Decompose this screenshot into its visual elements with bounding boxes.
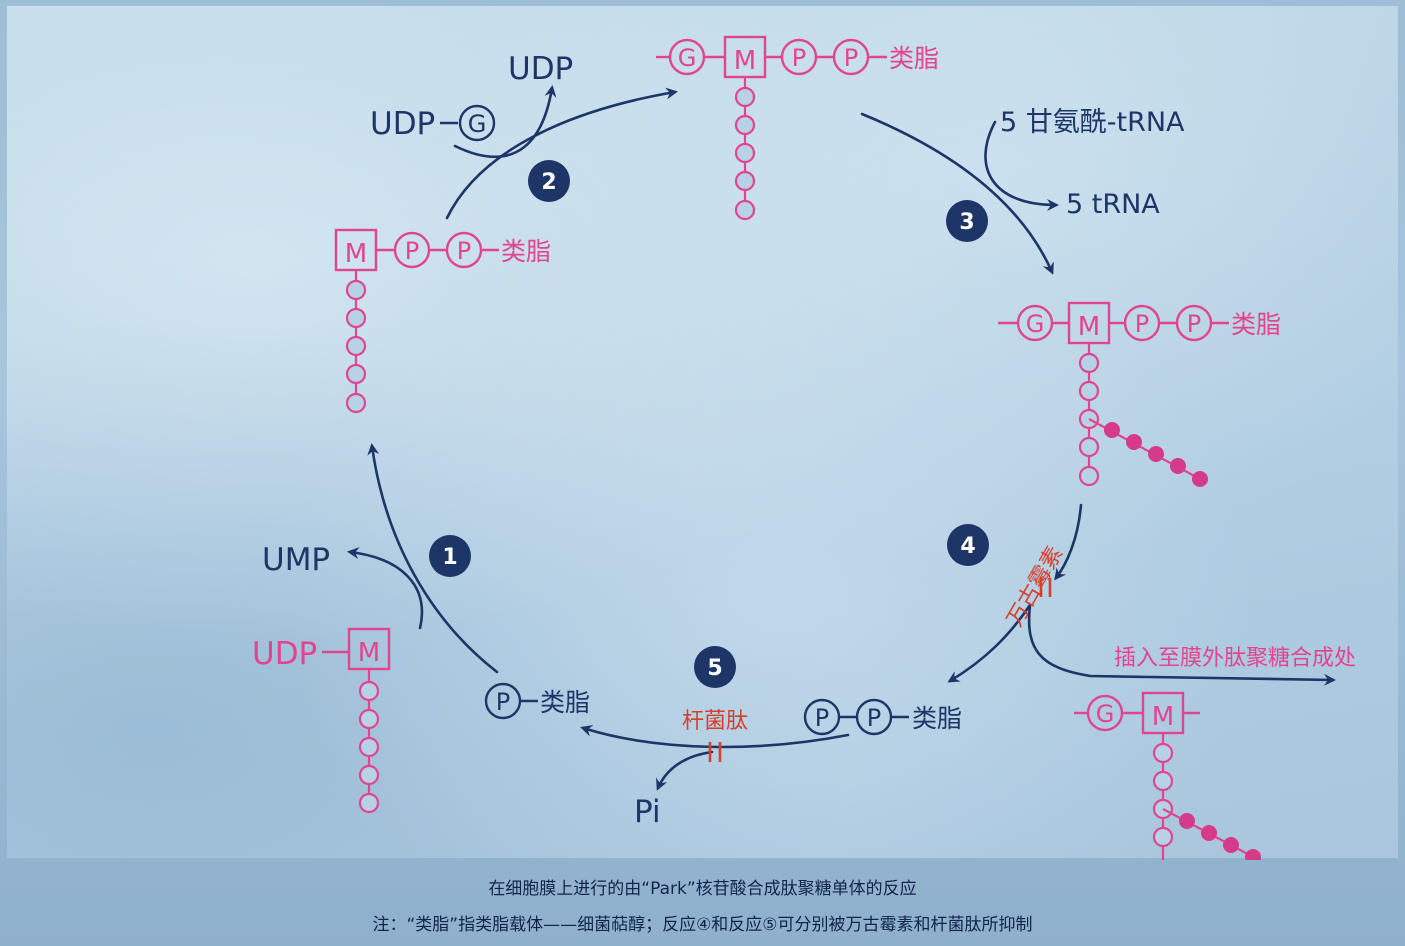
step-number-4: 4 <box>960 534 975 559</box>
pi-label: Pi <box>634 794 661 830</box>
ump-label: UMP <box>262 542 330 578</box>
mpp-p2-letter: P <box>457 237 471 265</box>
udp-m-m-letter: M <box>358 638 380 668</box>
gmpp-m-letter: M <box>734 46 756 76</box>
udp-out-label: UDP <box>508 51 573 87</box>
step-number-3: 3 <box>959 210 974 235</box>
export-destination-label: 插入至膜外肽聚糖合成处 <box>1114 646 1356 671</box>
diagram-frame <box>7 6 1398 858</box>
export-g-letter: G <box>1096 700 1115 728</box>
step-number-5: 5 <box>707 656 722 681</box>
udp-m-prefix: UDP <box>252 636 317 672</box>
bacitracin-label: 杆菌肽 <box>682 709 748 734</box>
step1-main-arrow <box>367 443 499 674</box>
pp-lipid-carrier: P P 类脂 <box>803 698 962 736</box>
mpp-m-letter: M <box>345 239 367 269</box>
step4-export-arrow <box>1027 603 1336 686</box>
step3-side-arrow <box>984 120 1059 211</box>
udp-g-g-letter: G <box>468 110 487 138</box>
peptidoglycan-cycle-diagram: 1 2 3 4 5 万古霉素 杆菌肽 UMP UDP 5 甘氨酰- <box>252 35 1356 860</box>
g-m-pp-lipid-intermediate: G M P P 类脂 <box>656 35 939 221</box>
step1-side-arrow <box>347 547 424 630</box>
step-number-2: 2 <box>541 170 556 195</box>
pplipid-p2-letter: P <box>867 704 881 732</box>
mpp-p1-letter: P <box>405 237 419 265</box>
caption-title: 在细胞膜上进行的由“Park”核苷酸合成肽聚糖单体的反应 <box>488 879 917 899</box>
p-lipid-carrier: P 类脂 <box>484 682 590 720</box>
step-number-1: 1 <box>442 545 457 570</box>
udp-m-substrate: UDP M <box>252 627 391 814</box>
glycyl-trna-label: 5 甘氨酰-tRNA <box>1000 107 1185 138</box>
udp-g-prefix: UDP <box>370 106 435 142</box>
udp-g-substrate: UDP G <box>370 104 496 142</box>
mpp-lipid-label: 类脂 <box>501 237 551 266</box>
step-badge-3: 3 <box>946 200 988 242</box>
exported-g-m-monomer: G M <box>1074 691 1262 860</box>
step5-side-arrow <box>656 750 714 791</box>
gmpp-p2-letter: P <box>844 44 858 72</box>
pplipid-p1-letter: P <box>815 704 829 732</box>
step-badge-5: 5 <box>694 646 736 688</box>
caption-note: 注：“类脂”指类脂载体——细菌萜醇；反应④和反应⑤可分别被万古霉素和杆菌肽所抑制 <box>372 915 1033 935</box>
m-pp-lipid-intermediate: M P P 类脂 <box>334 228 551 414</box>
step3-main-arrow <box>860 112 1054 275</box>
step5-main-arrow <box>580 724 850 749</box>
gmppg-m-letter: M <box>1078 312 1100 342</box>
step-badge-1: 1 <box>429 535 471 577</box>
vancomycin-label: 万古霉素 <box>1003 542 1069 631</box>
step4-main-arrow <box>1054 503 1083 581</box>
gmppg-lipid-label: 类脂 <box>1231 310 1281 339</box>
gmpp-p1-letter: P <box>792 44 806 72</box>
step-badge-2: 2 <box>528 160 570 202</box>
step4-to-pplipid-arrow <box>947 603 1032 683</box>
gmppg-p1-letter: P <box>1135 310 1149 338</box>
step-badge-4: 4 <box>947 524 989 566</box>
gmppg-g-letter: G <box>1026 310 1045 338</box>
g-m-pp-lipid-glycine-intermediate: G M P P 类脂 <box>998 301 1281 487</box>
plipid-p-letter: P <box>496 688 510 716</box>
plipid-lipid-label: 类脂 <box>540 688 590 717</box>
pplipid-lipid-label: 类脂 <box>912 704 962 733</box>
export-m-letter: M <box>1152 702 1174 732</box>
gmpp-lipid-label: 类脂 <box>889 44 939 73</box>
gmpp-g-letter: G <box>678 44 697 72</box>
step2-side-arrow <box>453 85 557 159</box>
gmppg-p2-letter: P <box>1187 310 1201 338</box>
trna-out-label: 5 tRNA <box>1066 189 1160 220</box>
figure-caption: 在细胞膜上进行的由“Park”核苷酸合成肽聚糖单体的反应 注：“类脂”指类脂载体… <box>0 862 1405 946</box>
